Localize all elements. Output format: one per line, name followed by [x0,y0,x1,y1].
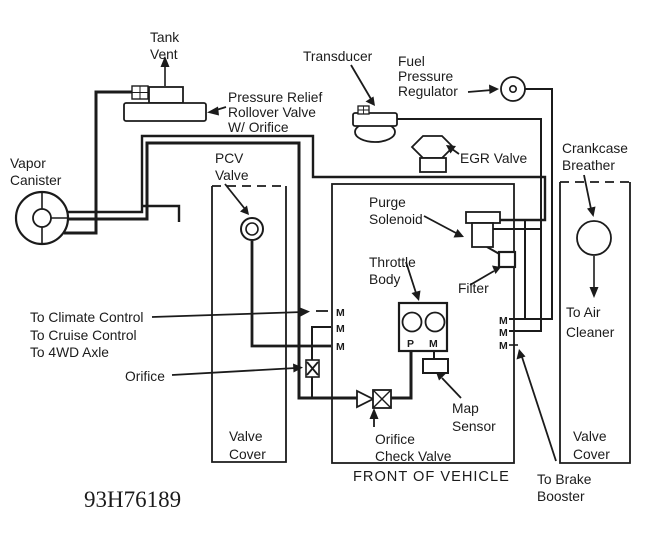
climate-control-arrow [151,311,304,318]
purge-solenoid-symbol [465,211,501,248]
hose-canister-to-rollover-valve [64,90,133,235]
rollover-valve-symbol [123,85,207,122]
vapor-canister-symbol [14,190,70,246]
crankcase-breather-label: Breather [562,158,615,173]
throttle-body-label: Body [369,272,401,287]
map-sensor-symbol [422,358,449,374]
hose-regulator-to-port [509,88,553,320]
regulator-arrow [467,89,493,93]
to-brake-booster-label: Booster [537,489,585,504]
crankcase-breather-label: Crankcase [562,141,628,156]
vapor-canister-label: Vapor [10,156,46,171]
engine-center-box [331,183,515,464]
throttle-port-m-label: M [429,338,438,350]
brake-booster-arrow [521,356,557,462]
pcv-valve-label: Valve [215,168,249,183]
throttle-body-label: Throttle [369,255,416,270]
orifice-symbol [305,359,320,378]
purge-solenoid-label: Solenoid [369,212,423,227]
map-sensor-arrow [441,377,462,399]
to-air-cleaner-label: To Air [566,305,601,320]
purge-solenoid-arrow [423,215,457,234]
left-port-m2: M [336,323,345,335]
valve-cover-right-label: Cover [573,447,610,462]
to-climate-control-label: To Climate Control [30,310,143,325]
filter-label: Filter [458,281,489,296]
fuel-pressure-regulator-label: Fuel [398,54,425,69]
hose-canister-to-purge-solenoid [66,134,547,222]
rollover-valve-label: Pressure Relief [228,90,322,105]
to-air-cleaner-label: Cleaner [566,325,615,340]
fuel-pressure-regulator-label: Regulator [398,84,458,99]
vapor-canister-label: Canister [10,173,62,188]
right-port-m2: M [499,327,508,339]
pcv-arrow [224,183,246,210]
valve-cover-left-label: Cover [229,447,266,462]
transducer-arrow [350,64,372,100]
hose-check-valve-to-throttle-p [391,352,413,400]
orifice-arrow [171,367,297,376]
map-sensor-label: Sensor [452,419,496,434]
throttle-body-arrow [405,261,417,294]
filter-arrow [469,270,495,286]
left-valve-cover-box [211,185,287,463]
purge-solenoid-label: Purge [369,195,406,210]
right-port-m1: M [499,315,508,327]
egr-valve-symbol [410,135,455,173]
hose-orifice-line [311,326,331,398]
fuel-pressure-regulator-label: Pressure [398,69,454,84]
pcv-valve-label: PCV [215,151,244,166]
throttle-body-symbol: P M [397,301,449,353]
hose-pcv-to-port [250,241,331,348]
crankcase-breather-symbol [576,220,612,256]
filter-symbol [497,250,517,269]
hose-branch-stub [142,204,181,222]
throttle-port-p-label: P [407,338,414,350]
fuel-pressure-regulator-symbol [500,76,526,102]
port-markers: M M M M M M [336,307,508,353]
to-4wd-axle-label: To 4WD Axle [30,345,109,360]
valve-cover-right-label: Valve [573,429,607,444]
to-brake-booster-label: To Brake [537,472,592,487]
left-port-m1: M [336,307,345,319]
hose-transducer-to-port [396,118,542,332]
rollover-valve-label: Rollover Valve [228,105,316,120]
egr-valve-label: EGR Valve [460,151,528,166]
hose-lines [64,88,553,400]
tank-vent-label: Vent [150,47,178,62]
left-port-m3: M [336,341,345,353]
pointer-arrows [151,56,599,462]
pcv-valve-symbol [240,217,264,241]
valve-cover-left-label: Valve [229,429,263,444]
map-sensor-label: Map [452,401,479,416]
orifice-check-valve-label: Orifice [375,432,415,447]
transducer-symbol [352,105,398,143]
hose-canister-to-check-valve [66,141,357,400]
orifice-check-valve-label: Check Valve [375,449,452,464]
orifice-label: Orifice [125,369,165,384]
rollover-valve-label: W/ Orifice [228,120,289,135]
transducer-label: Transducer [303,49,373,64]
tank-vent-label: Tank [150,30,179,45]
component-labels: Tank Vent Pressure Relief Rollover Valve… [10,30,628,512]
crankcase-arrow [583,174,592,210]
right-port-m3: M [499,340,508,352]
to-cruise-control-label: To Cruise Control [30,328,137,343]
right-valve-cover-box [559,181,631,464]
front-of-vehicle-label: FRONT OF VEHICLE [353,469,510,485]
drawing-id: 93H76189 [84,487,181,512]
orifice-check-valve-symbol [356,389,392,409]
